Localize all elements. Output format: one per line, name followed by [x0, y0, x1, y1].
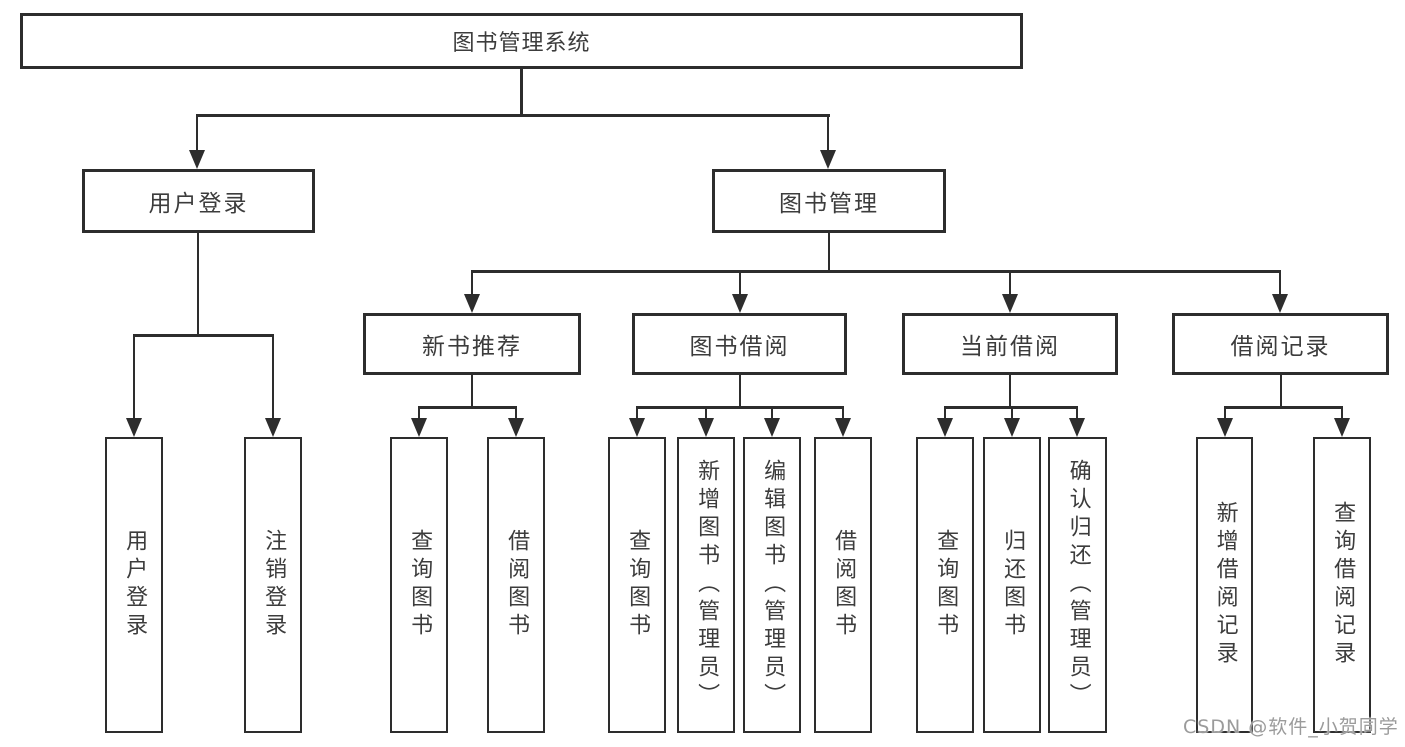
connector-section-stem [470, 375, 474, 407]
connector-leaf-shaft [1223, 406, 1227, 420]
node-user-login: 用户登录 [82, 169, 315, 233]
arrow-down-icon [732, 294, 748, 313]
connector-leaf-shaft [1010, 406, 1014, 420]
connector-root-branch [196, 114, 830, 117]
leaf-add-borrow-record-label: 新增借阅记录 [1212, 501, 1238, 669]
arrow-down-icon [764, 418, 780, 437]
connector-section-branch [636, 406, 844, 409]
node-borrow-record: 借阅记录 [1172, 313, 1389, 375]
arrow-down-icon [265, 418, 281, 437]
leaf-query-borrow-record: 查询借阅记录 [1313, 437, 1371, 733]
connector-section-stem [1279, 375, 1283, 407]
connector-leaf-shaft [417, 406, 421, 420]
leaf-user-login-label: 用户登录 [122, 529, 148, 641]
connector-l3-shaft [1278, 270, 1282, 296]
node-book-borrow-label: 图书借阅 [689, 334, 790, 360]
leaf-add-book-admin: 新增图书（管理员） [677, 437, 735, 733]
arrow-down-icon [937, 418, 953, 437]
connector-leaf-shaft [770, 406, 774, 420]
arrow-down-icon [820, 150, 836, 169]
node-root-label: 图书管理系统 [452, 31, 591, 56]
arrow-down-icon [698, 418, 714, 437]
leaf-confirm-return-admin: 确认归还（管理员） [1048, 437, 1107, 733]
leaf-borrow-book-borrow: 借阅图书 [814, 437, 872, 733]
leaf-edit-book-admin: 编辑图书（管理员） [743, 437, 801, 733]
connector-leaf-shaft [1075, 406, 1079, 420]
node-book-management-label: 图书管理 [779, 191, 879, 217]
leaf-confirm-return-admin-label: 确认归还（管理员） [1065, 459, 1091, 711]
arrow-down-icon [126, 418, 142, 437]
leaf-add-book-admin-label: 新增图书（管理员） [694, 459, 720, 711]
arrow-down-icon [835, 418, 851, 437]
leaf-query-book-recommend-label: 查询图书 [407, 529, 433, 641]
node-book-borrow: 图书借阅 [632, 313, 847, 375]
arrow-down-icon [189, 150, 205, 169]
connector-root-stem [520, 69, 523, 115]
node-current-borrow-label: 当前借阅 [960, 334, 1060, 360]
connector-leaf-shaft [635, 406, 639, 420]
node-root: 图书管理系统 [20, 13, 1023, 69]
connector-l3-shaft [470, 270, 474, 296]
connector-login-shaft [195, 114, 199, 152]
node-borrow-record-label: 借阅记录 [1230, 334, 1331, 360]
leaf-query-book-current: 查询图书 [916, 437, 974, 733]
connector-section-stem [738, 375, 742, 407]
arrow-down-icon [1004, 418, 1020, 437]
leaf-logout-login: 注销登录 [244, 437, 302, 733]
connector-leaf-shaft [704, 406, 708, 420]
leaf-edit-book-admin-label: 编辑图书（管理员） [760, 459, 786, 711]
node-new-book-recommend-label: 新书推荐 [422, 334, 522, 360]
arrow-down-icon [464, 294, 480, 313]
leaf-return-book-label: 归还图书 [1000, 529, 1026, 641]
connector-leaf-shaft [271, 334, 275, 420]
arrow-down-icon [411, 418, 427, 437]
leaf-user-login: 用户登录 [105, 437, 163, 733]
arrow-down-icon [1069, 418, 1085, 437]
leaf-query-book-borrow: 查询图书 [608, 437, 666, 733]
watermark-text: CSDN @软件_小贺同学 [1183, 716, 1399, 738]
connector-manage-stem [827, 233, 831, 272]
node-user-login-label: 用户登录 [148, 191, 249, 217]
connector-manage-shaft [826, 114, 830, 152]
connector-leaf-shaft [132, 334, 136, 420]
leaf-borrow-book-borrow-label: 借阅图书 [831, 529, 857, 641]
connector-section-branch [1224, 406, 1343, 409]
arrow-down-icon [1334, 418, 1350, 437]
connector-leaf-shaft [841, 406, 845, 420]
leaf-query-book-borrow-label: 查询图书 [625, 529, 651, 641]
connector-login-stem [196, 233, 200, 335]
leaf-borrow-book-recommend-label: 借阅图书 [504, 529, 530, 641]
connector-login-branch [133, 334, 274, 337]
arrow-down-icon [629, 418, 645, 437]
node-book-management: 图书管理 [712, 169, 946, 233]
arrow-down-icon [508, 418, 524, 437]
leaf-query-book-current-label: 查询图书 [933, 529, 959, 641]
arrow-down-icon [1272, 294, 1288, 313]
leaf-borrow-book-recommend: 借阅图书 [487, 437, 545, 733]
arrow-down-icon [1217, 418, 1233, 437]
leaf-add-borrow-record: 新增借阅记录 [1196, 437, 1253, 733]
arrow-down-icon [1002, 294, 1018, 313]
leaf-query-book-recommend: 查询图书 [390, 437, 448, 733]
connector-leaf-shaft [943, 406, 947, 420]
connector-section-stem [1008, 375, 1012, 407]
leaf-query-borrow-record-label: 查询借阅记录 [1330, 501, 1356, 669]
connector-l3-shaft [1008, 270, 1012, 296]
node-new-book-recommend: 新书推荐 [363, 313, 581, 375]
connector-leaf-shaft [1340, 406, 1344, 420]
node-current-borrow: 当前借阅 [902, 313, 1118, 375]
leaf-logout-login-label: 注销登录 [261, 529, 287, 641]
connector-l3-shaft [738, 270, 742, 296]
connector-leaf-shaft [514, 406, 518, 420]
connector-manage-branch [471, 270, 1281, 273]
leaf-return-book: 归还图书 [983, 437, 1041, 733]
connector-section-branch [418, 406, 517, 409]
